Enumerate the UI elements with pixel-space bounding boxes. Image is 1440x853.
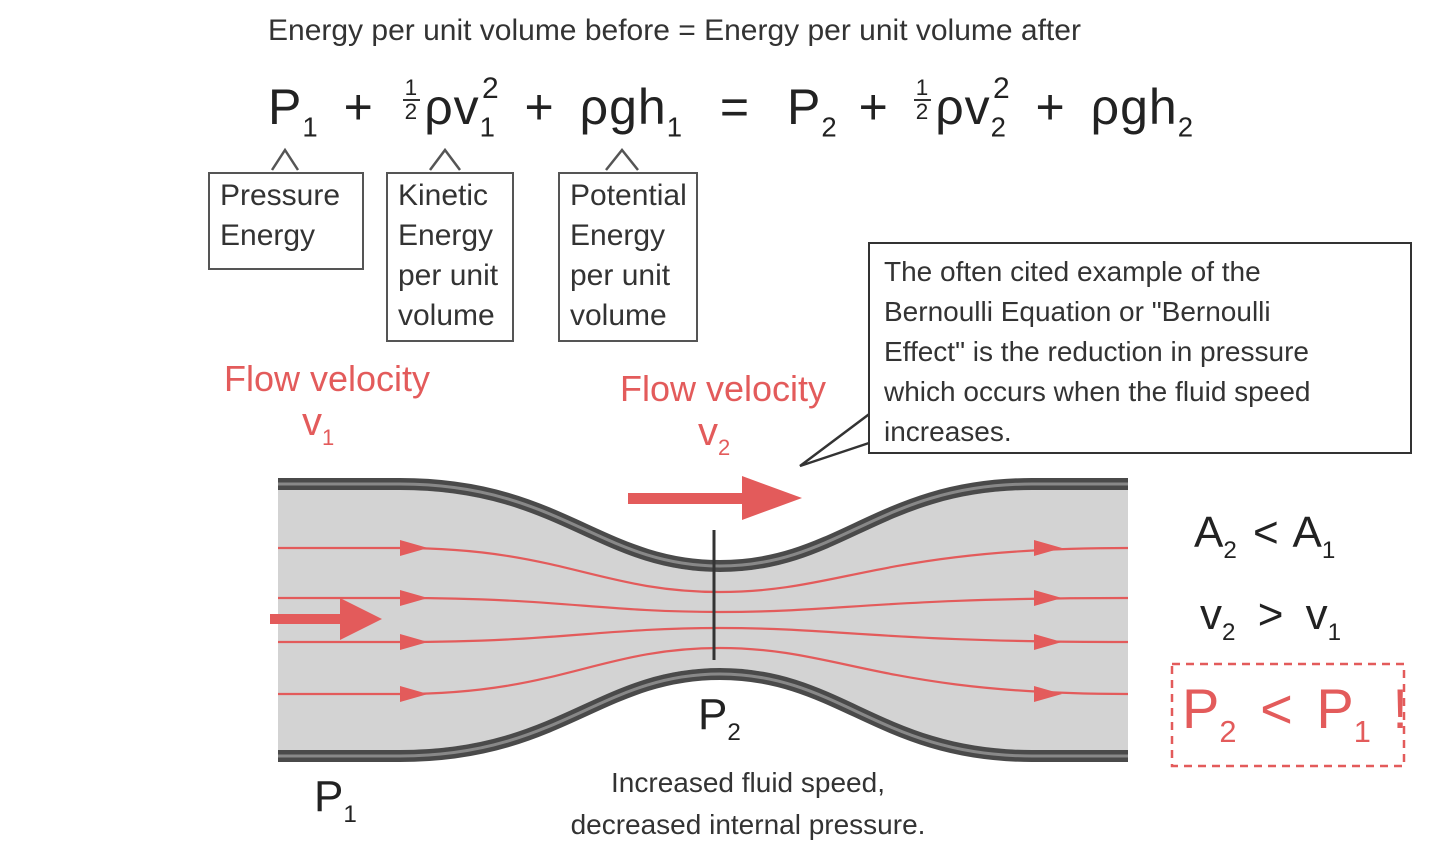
- pressure-energy-box: Pressure Energy: [208, 172, 364, 270]
- pressure-pointer: [270, 147, 300, 171]
- arrowhead: [400, 590, 428, 606]
- streamline: [278, 596, 1129, 614]
- eq-kinetic-right: ρv22: [935, 72, 1011, 142]
- pipe-top-wall-inner: [278, 482, 1128, 568]
- potential-energy-box: Potential Energy per unit volume: [558, 172, 698, 342]
- eq-p2: P2: [787, 78, 838, 142]
- throat-velocity-arrow: [628, 476, 802, 520]
- streamline-arrowheads: [400, 540, 1062, 702]
- eq-kinetic-left: ρv12: [424, 72, 500, 142]
- arrowhead: [1034, 540, 1062, 556]
- area-relation: A2 < A1: [1194, 508, 1336, 564]
- streamline: [278, 646, 1129, 696]
- potential-pointer: [605, 147, 639, 171]
- streamlines: [278, 546, 1129, 696]
- streamline: [278, 546, 1129, 594]
- arrowhead: [1034, 634, 1062, 650]
- eq-p1: P1: [268, 78, 319, 142]
- pressure-result-box: [1170, 662, 1406, 768]
- streamline: [278, 626, 1129, 644]
- kinetic-pointer: [429, 147, 461, 171]
- p1-inlet-label: P1: [314, 772, 357, 828]
- velocity-relation: v2 > v1: [1200, 590, 1342, 646]
- kinetic-energy-box: Kinetic Energy per unit volume: [386, 172, 514, 342]
- bernoulli-effect-callout: The often cited example of the Bernoulli…: [868, 242, 1412, 454]
- inlet-arrow: [270, 598, 382, 640]
- pipe-bottom-wall-inner: [278, 672, 1128, 758]
- arrowhead: [1034, 686, 1062, 702]
- header-text: Energy per unit volume before = Energy p…: [268, 14, 1081, 47]
- pressure-relation: P2 < P1 !: [1182, 677, 1408, 749]
- p2-throat-label: P2: [698, 690, 741, 746]
- flow-velocity-2-label: Flow velocity v2: [620, 368, 827, 460]
- arrowhead: [1034, 590, 1062, 606]
- eq-potential-left: ρgh1: [579, 78, 683, 142]
- arrowhead: [400, 540, 428, 556]
- flow-velocity-1-label: Flow velocity v1: [224, 358, 431, 450]
- arrowhead: [400, 686, 428, 702]
- pipe-fluid: [278, 490, 1128, 750]
- caption: Increased fluid speed, decreased interna…: [570, 767, 926, 840]
- eq-potential-right: ρgh2: [1090, 78, 1195, 142]
- callout-pointer: [799, 411, 873, 468]
- arrowhead: [400, 634, 428, 650]
